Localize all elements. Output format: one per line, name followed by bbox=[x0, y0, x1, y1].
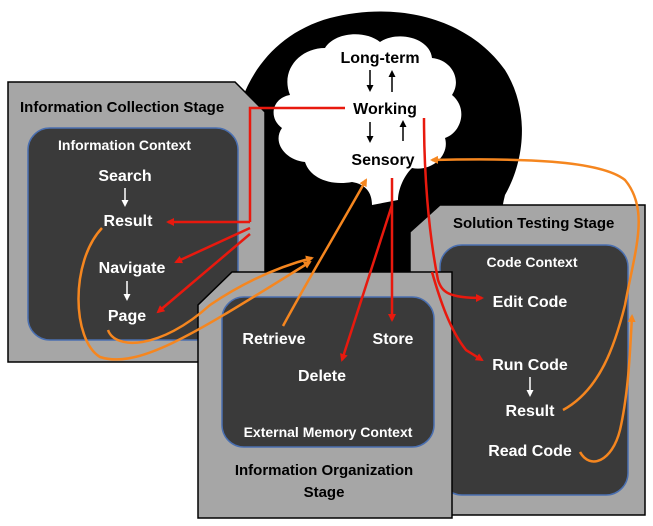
page-node: Page bbox=[108, 308, 146, 325]
information-context-title: Information Context bbox=[58, 137, 191, 153]
orange-arrow-from-read-code bbox=[578, 314, 636, 463]
solution-testing-stage-title: Solution Testing Stage bbox=[453, 215, 614, 232]
long-term-memory-label: Long-term bbox=[340, 50, 419, 67]
red-arrow-to-edit-code bbox=[422, 117, 484, 302]
red-arrow-to-page bbox=[156, 233, 251, 314]
working-memory-label: Working bbox=[353, 101, 417, 118]
orange-arrow-from-result bbox=[77, 227, 312, 361]
information-organization-stage-title-line1: Information Organization bbox=[235, 462, 413, 479]
information-organization-stage-title-line2: Stage bbox=[304, 484, 345, 501]
working-to-collection-red-line bbox=[248, 106, 345, 222]
red-arrow-to-run-code bbox=[430, 271, 484, 362]
search-node: Search bbox=[98, 168, 151, 185]
orange-arrow-from-page bbox=[106, 255, 314, 345]
code-context-title: Code Context bbox=[487, 254, 578, 270]
read-code-node: Read Code bbox=[488, 443, 572, 460]
store-node: Store bbox=[373, 331, 414, 348]
red-arrow-to-delete bbox=[340, 204, 394, 362]
external-memory-context-title: External Memory Context bbox=[244, 424, 413, 440]
red-arrow-to-navigate bbox=[174, 226, 251, 264]
orange-arrow-from-retrieve bbox=[281, 178, 368, 327]
run-code-node: Run Code bbox=[492, 357, 568, 374]
edit-code-node: Edit Code bbox=[493, 294, 568, 311]
orange-arrow-from-testing-result bbox=[430, 155, 640, 412]
brain-icon bbox=[273, 34, 462, 206]
external-memory-context-box bbox=[221, 296, 435, 448]
retrieve-node: Retrieve bbox=[242, 331, 305, 348]
navigate-node: Navigate bbox=[99, 260, 166, 277]
delete-node: Delete bbox=[298, 368, 346, 385]
result-node-collection: Result bbox=[104, 213, 154, 230]
information-collection-stage-title: Information Collection Stage bbox=[20, 99, 224, 116]
sensory-memory-label: Sensory bbox=[351, 152, 414, 169]
result-node-testing: Result bbox=[506, 403, 556, 420]
